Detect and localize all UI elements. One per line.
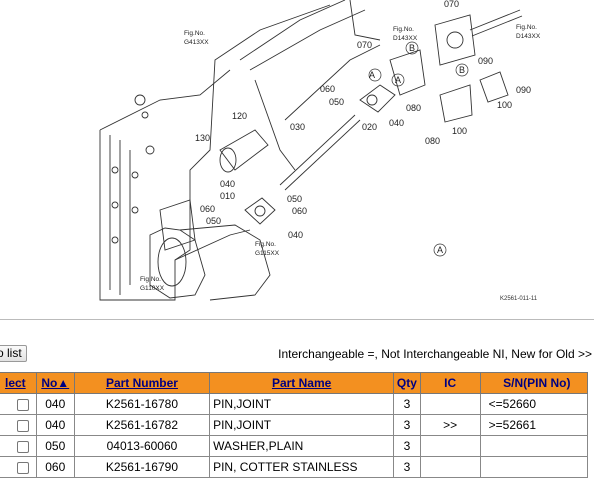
callout-040-lower: 040	[288, 230, 303, 240]
callout-070-top: 070	[444, 0, 459, 9]
add-to-list-button[interactable]: o list	[0, 345, 27, 362]
callout-050-right: 050	[287, 194, 302, 204]
callout-fig-d143-right-a: Fig.No.	[516, 24, 537, 31]
table-header-row: lect No▲ Part Number Part Name Qty IC S/…	[0, 372, 589, 394]
table-toolbar: o list Interchangeable =, Not Interchang…	[0, 343, 594, 367]
parts-diagram: 070 Fig.No. D143XX 070 Fig.No. D143XX Fi…	[99, 0, 541, 302]
callout-fig-g115-a: Fig.No.	[255, 241, 276, 248]
row-ic	[419, 456, 481, 478]
callout-fig-g110-b: G110XX	[140, 285, 165, 292]
callout-fig-g115-b: G115XX	[255, 250, 280, 257]
table-row: 040 K2561-16782 PIN,JOINT 3 >> >=52661	[0, 414, 589, 436]
callout-fig-d143-left-b: D143XX	[393, 35, 418, 42]
header-no-sort[interactable]: No▲	[35, 372, 75, 394]
row-sn: <=52660	[479, 393, 589, 415]
row-part-name: WASHER,PLAIN	[209, 435, 395, 457]
callout-050-upper: 050	[329, 97, 344, 107]
row-no: 040	[35, 393, 75, 415]
interchangeable-legend: Interchangeable =, Not Interchangeable N…	[278, 347, 592, 361]
row-part-number: 04013-60060	[73, 435, 211, 457]
row-part-name: PIN,JOINT	[209, 414, 395, 436]
callout-030: 030	[290, 122, 305, 132]
callout-120: 120	[232, 111, 247, 121]
row-select-cell	[0, 414, 37, 436]
row-no: 040	[35, 414, 75, 436]
row-select-cell	[0, 456, 37, 478]
callout-100-b: 100	[497, 100, 512, 110]
callout-fig-d143-left-a: Fig.No.	[393, 26, 414, 33]
header-sn: S/N(PIN No)	[479, 372, 589, 394]
header-select[interactable]: lect	[0, 372, 37, 394]
row-select-checkbox[interactable]	[17, 419, 30, 432]
row-select-checkbox[interactable]	[17, 461, 30, 474]
callout-010: 010	[220, 191, 235, 201]
callout-080-a: 080	[406, 103, 421, 113]
row-part-number: K2561-16782	[73, 414, 211, 436]
row-sn: >=52661	[479, 414, 589, 436]
exploded-view-drawing: 070 Fig.No. D143XX 070 Fig.No. D143XX Fi…	[99, 0, 541, 302]
header-ic: IC	[419, 372, 481, 394]
callout-fig-g413-a: Fig.No.	[184, 30, 205, 37]
row-qty: 3	[393, 435, 421, 457]
table-row: 050 04013-60060 WASHER,PLAIN 3	[0, 435, 589, 457]
callout-fig-g110-a: Fig.No.	[140, 276, 161, 283]
row-qty: 3	[393, 393, 421, 415]
circle-mark-a1: A	[369, 70, 375, 80]
row-part-number: K2561-16780	[73, 393, 211, 415]
row-part-name: PIN,JOINT	[209, 393, 395, 415]
row-part-name: PIN, COTTER STAINLESS	[209, 456, 395, 478]
callout-fig-g413-b: G413XX	[184, 39, 209, 46]
row-no: 060	[35, 456, 75, 478]
row-qty: 3	[393, 414, 421, 436]
row-select-checkbox[interactable]	[17, 440, 30, 453]
callout-070: 070	[357, 40, 372, 50]
callout-fig-d143-right-b: D143XX	[516, 33, 541, 40]
row-select-checkbox[interactable]	[17, 398, 30, 411]
header-qty: Qty	[393, 372, 421, 394]
section-divider	[0, 319, 594, 320]
callout-060-right: 060	[292, 206, 307, 216]
circle-mark-b1: B	[409, 43, 415, 53]
row-ic: >>	[419, 414, 481, 436]
row-select-cell	[0, 435, 37, 457]
callout-060-upper: 060	[320, 84, 335, 94]
callout-090-a: 090	[478, 56, 493, 66]
parts-table: lect No▲ Part Number Part Name Qty IC S/…	[0, 372, 589, 478]
figure-code: K2561-011-11	[500, 296, 538, 302]
callout-060-left: 060	[200, 204, 215, 214]
table-row: 040 K2561-16780 PIN,JOINT 3 <=52660	[0, 393, 589, 415]
callout-040-mid: 040	[220, 179, 235, 189]
callout-050-left: 050	[206, 216, 221, 226]
row-sn	[479, 435, 589, 457]
row-ic	[419, 435, 481, 457]
circle-mark-b2: B	[459, 65, 465, 75]
row-qty: 3	[393, 456, 421, 478]
callout-020: 020	[362, 122, 377, 132]
header-part-name[interactable]: Part Name	[209, 372, 395, 394]
row-select-cell	[0, 393, 37, 415]
callout-090-b: 090	[516, 85, 531, 95]
circle-mark-a2: A	[395, 75, 401, 85]
callout-080-b: 080	[425, 136, 440, 146]
circle-mark-a3: A	[437, 245, 443, 255]
callout-100-a: 100	[452, 126, 467, 136]
header-part-number[interactable]: Part Number	[73, 372, 211, 394]
row-sn	[479, 456, 589, 478]
row-ic	[419, 393, 481, 415]
callout-130: 130	[195, 133, 210, 143]
table-row: 060 K2561-16790 PIN, COTTER STAINLESS 3	[0, 456, 589, 478]
row-part-number: K2561-16790	[73, 456, 211, 478]
row-no: 050	[35, 435, 75, 457]
callout-040-upper: 040	[389, 118, 404, 128]
